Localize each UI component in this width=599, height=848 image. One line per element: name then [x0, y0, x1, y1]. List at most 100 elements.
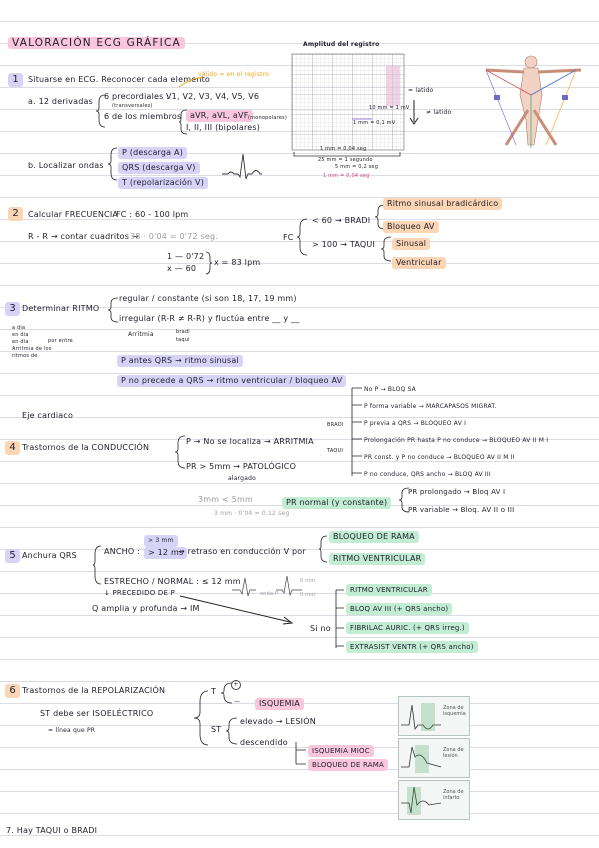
section-1-heading: Situarse en ECG. Reconocer cada elemento — [28, 75, 211, 84]
zone-lesion-label: Zona de lesión — [443, 747, 464, 759]
conduction-bradi: BRADI — [327, 422, 344, 428]
fc-brady: < 60 → BRADI — [312, 216, 371, 225]
conduction-item-2: P forma variable → MARCAPASOS MIGRAT. — [364, 403, 497, 410]
pr-alargado: alargado — [228, 475, 256, 482]
rhythm-brace — [107, 297, 119, 323]
wide-ventricular: RITMO VENTRICULAR — [329, 553, 426, 565]
isquemia: ISQUEMIA — [255, 698, 304, 710]
st-elevado: elevado → LESIÓN — [240, 717, 316, 726]
limb-sub: (monopolares) — [248, 115, 287, 121]
b-label: b. Localizar ondas — [28, 161, 104, 170]
section-2-heading: Calcular FRECUENCIA — [28, 210, 119, 219]
fc-tachy: > 100 → TAQUI — [312, 240, 376, 249]
st-isoelectric: ST debe ser ISOELÉCTRICO — [40, 709, 154, 718]
zone-ischemia-label: Zona de isquemia — [443, 705, 466, 717]
wave-t: T (repolarización V) — [118, 177, 209, 189]
brace-limb — [178, 109, 188, 135]
eje-cardiaco: Eje cardiaco — [22, 411, 74, 420]
conduction-tree — [351, 387, 362, 476]
aside-4: Arritmia de los — [12, 346, 52, 352]
wide-brace — [318, 535, 328, 563]
section-3-number: 3 — [5, 302, 20, 316]
qrs-preceded: ↓ PRECEDIDO DE P — [104, 589, 175, 597]
narrow-av-block: BLOQ AV III (+ QRS ancho) — [346, 603, 453, 615]
narrow-extrasystole: EXTRASIST VENTR (+ QRS ancho) — [346, 641, 478, 653]
q-wave: Q amplia y profunda → IM — [92, 604, 200, 613]
frac-result: x = 83 lpm — [214, 258, 261, 267]
down-arrow — [409, 100, 419, 125]
st-linea: = línea que PR — [48, 727, 96, 734]
st-segment: ST — [211, 725, 222, 734]
latido-label: = latido — [408, 87, 434, 94]
t-negative: — — [234, 698, 241, 705]
tachy-brace — [380, 236, 392, 262]
arrhythmia-label: Arritmia — [128, 331, 154, 338]
brady-av-block: Bloqueo AV — [383, 221, 439, 233]
qrs-gt12: > 12 ms — [144, 547, 188, 559]
tachy-sinusal: Sinusal — [392, 238, 431, 250]
precordial-title: 6 precordiales : — [104, 92, 170, 101]
t-brace — [220, 682, 233, 704]
pr-normal: PR normal (y constante) — [282, 497, 392, 509]
a-label: a. 12 derivadas — [28, 97, 94, 106]
time-large: 25 mm = 1 segundo — [318, 157, 373, 163]
zone-ischemia-strip: Zona de isquemia — [398, 696, 470, 736]
body-leads-diagram — [485, 55, 582, 148]
section-3-heading: Determinar RITMO — [22, 304, 100, 313]
conduction-brace — [174, 435, 186, 469]
qrs-wave-mm1: 0 mm — [300, 578, 316, 584]
fc-range: FC : 60 - 100 lpm — [116, 210, 189, 219]
frac-bottom: x — 60 — [167, 264, 197, 273]
qrs-wave-mm2: 0 mm — [300, 592, 316, 598]
time-small-red: 1 mm = 0,04 seg — [323, 173, 370, 179]
zone-lesion-strip: Zona de lesión — [398, 738, 470, 778]
narrow-fibrillation: FIBRILAC AURIC. (+ QRS irreg.) — [346, 622, 469, 634]
precordial-values: V1, V2, V3, V4, V5, V6 — [166, 92, 260, 101]
ecg-grid-figure — [291, 53, 405, 151]
arrhythmia-bradi: bradi — [176, 329, 190, 335]
pr-variable: PR variable → Bloq. AV II o III — [408, 506, 515, 514]
qrs-gt3: > 3 mm — [144, 535, 178, 547]
pqrst-complex — [222, 153, 262, 180]
brady-sinusal: Ritmo sinusal bradicárdico — [383, 198, 503, 210]
brady-brace — [374, 204, 386, 230]
conduction-item-6: P no conduce, QRS ancho → BLOQ AV III — [364, 471, 491, 478]
pr-pathologic: PR > 5mm → PATOLÓGICO — [186, 462, 297, 471]
section-4-heading: Trastornos de la CONDUCCIÓN — [22, 443, 150, 452]
zone-infarct-label: Zona de infarto — [443, 789, 464, 801]
fc-brace — [296, 218, 308, 256]
qrs-mini-waves — [232, 575, 302, 597]
section-1-number: 1 — [8, 73, 23, 87]
repol-brace — [193, 690, 209, 746]
frac-brace — [205, 251, 213, 275]
p-before-qrs: P antes QRS → ritmo sinusal — [117, 355, 243, 367]
p-not-found: P → No se localiza → ARRITMIA — [186, 437, 314, 446]
section-2-number: 2 — [8, 207, 23, 221]
wave-qrs: QRS (descarga V) — [118, 162, 200, 174]
qrs-narrow: ESTRECHO / NORMAL : ≤ 12 mm — [104, 577, 241, 586]
time-small: 1 mm = 0,04 seg — [320, 146, 367, 152]
qrs-brace — [92, 545, 102, 585]
section-7: 7. Hay TAQUI o BRADI — [6, 826, 98, 835]
figure-title: Amplitud del registro — [303, 41, 380, 48]
st-descendido: descendido — [240, 738, 288, 747]
bloqueo-rama: BLOQUEO DE RAMA — [308, 759, 388, 771]
section-4-number: 4 — [5, 441, 20, 455]
conduction-taqui: TAQUI — [327, 448, 344, 454]
brace-waves — [107, 147, 118, 181]
brace-12-leads — [95, 94, 106, 128]
conduction-item-3: P previa a QRS → BLOQUEO AV I — [364, 420, 467, 427]
rhythm-regular: regular / constante (si son 18, 17, 19 m… — [119, 294, 297, 303]
rr-method: R - R → contar cuadritos → — [28, 232, 139, 241]
narrow-ventricular: RITMO VENTRICULAR — [346, 584, 432, 596]
page-title: VALORACIÓN ECG GRÁFICA — [8, 37, 185, 49]
section-6-heading: Trastornos de la REPOLARIZACIÓN — [22, 686, 166, 695]
zone-infarct-strip: Zona de infarto — [398, 780, 470, 820]
rhythm-irregular: irregular (R-R ≠ R-R) y fluctúa entre __… — [119, 314, 300, 323]
si-no: Si no — [310, 624, 331, 633]
arrhythmia-taqui: taqui — [176, 337, 190, 343]
qrs-wave-label: onda P — [260, 591, 279, 597]
fc-label: FC — [283, 233, 294, 242]
p-not-preceding: P no precede a QRS → ritmo ventricular /… — [117, 375, 347, 387]
conduction-item-5: PR const. y P no conduce → BLOQUEO AV II… — [364, 454, 515, 461]
